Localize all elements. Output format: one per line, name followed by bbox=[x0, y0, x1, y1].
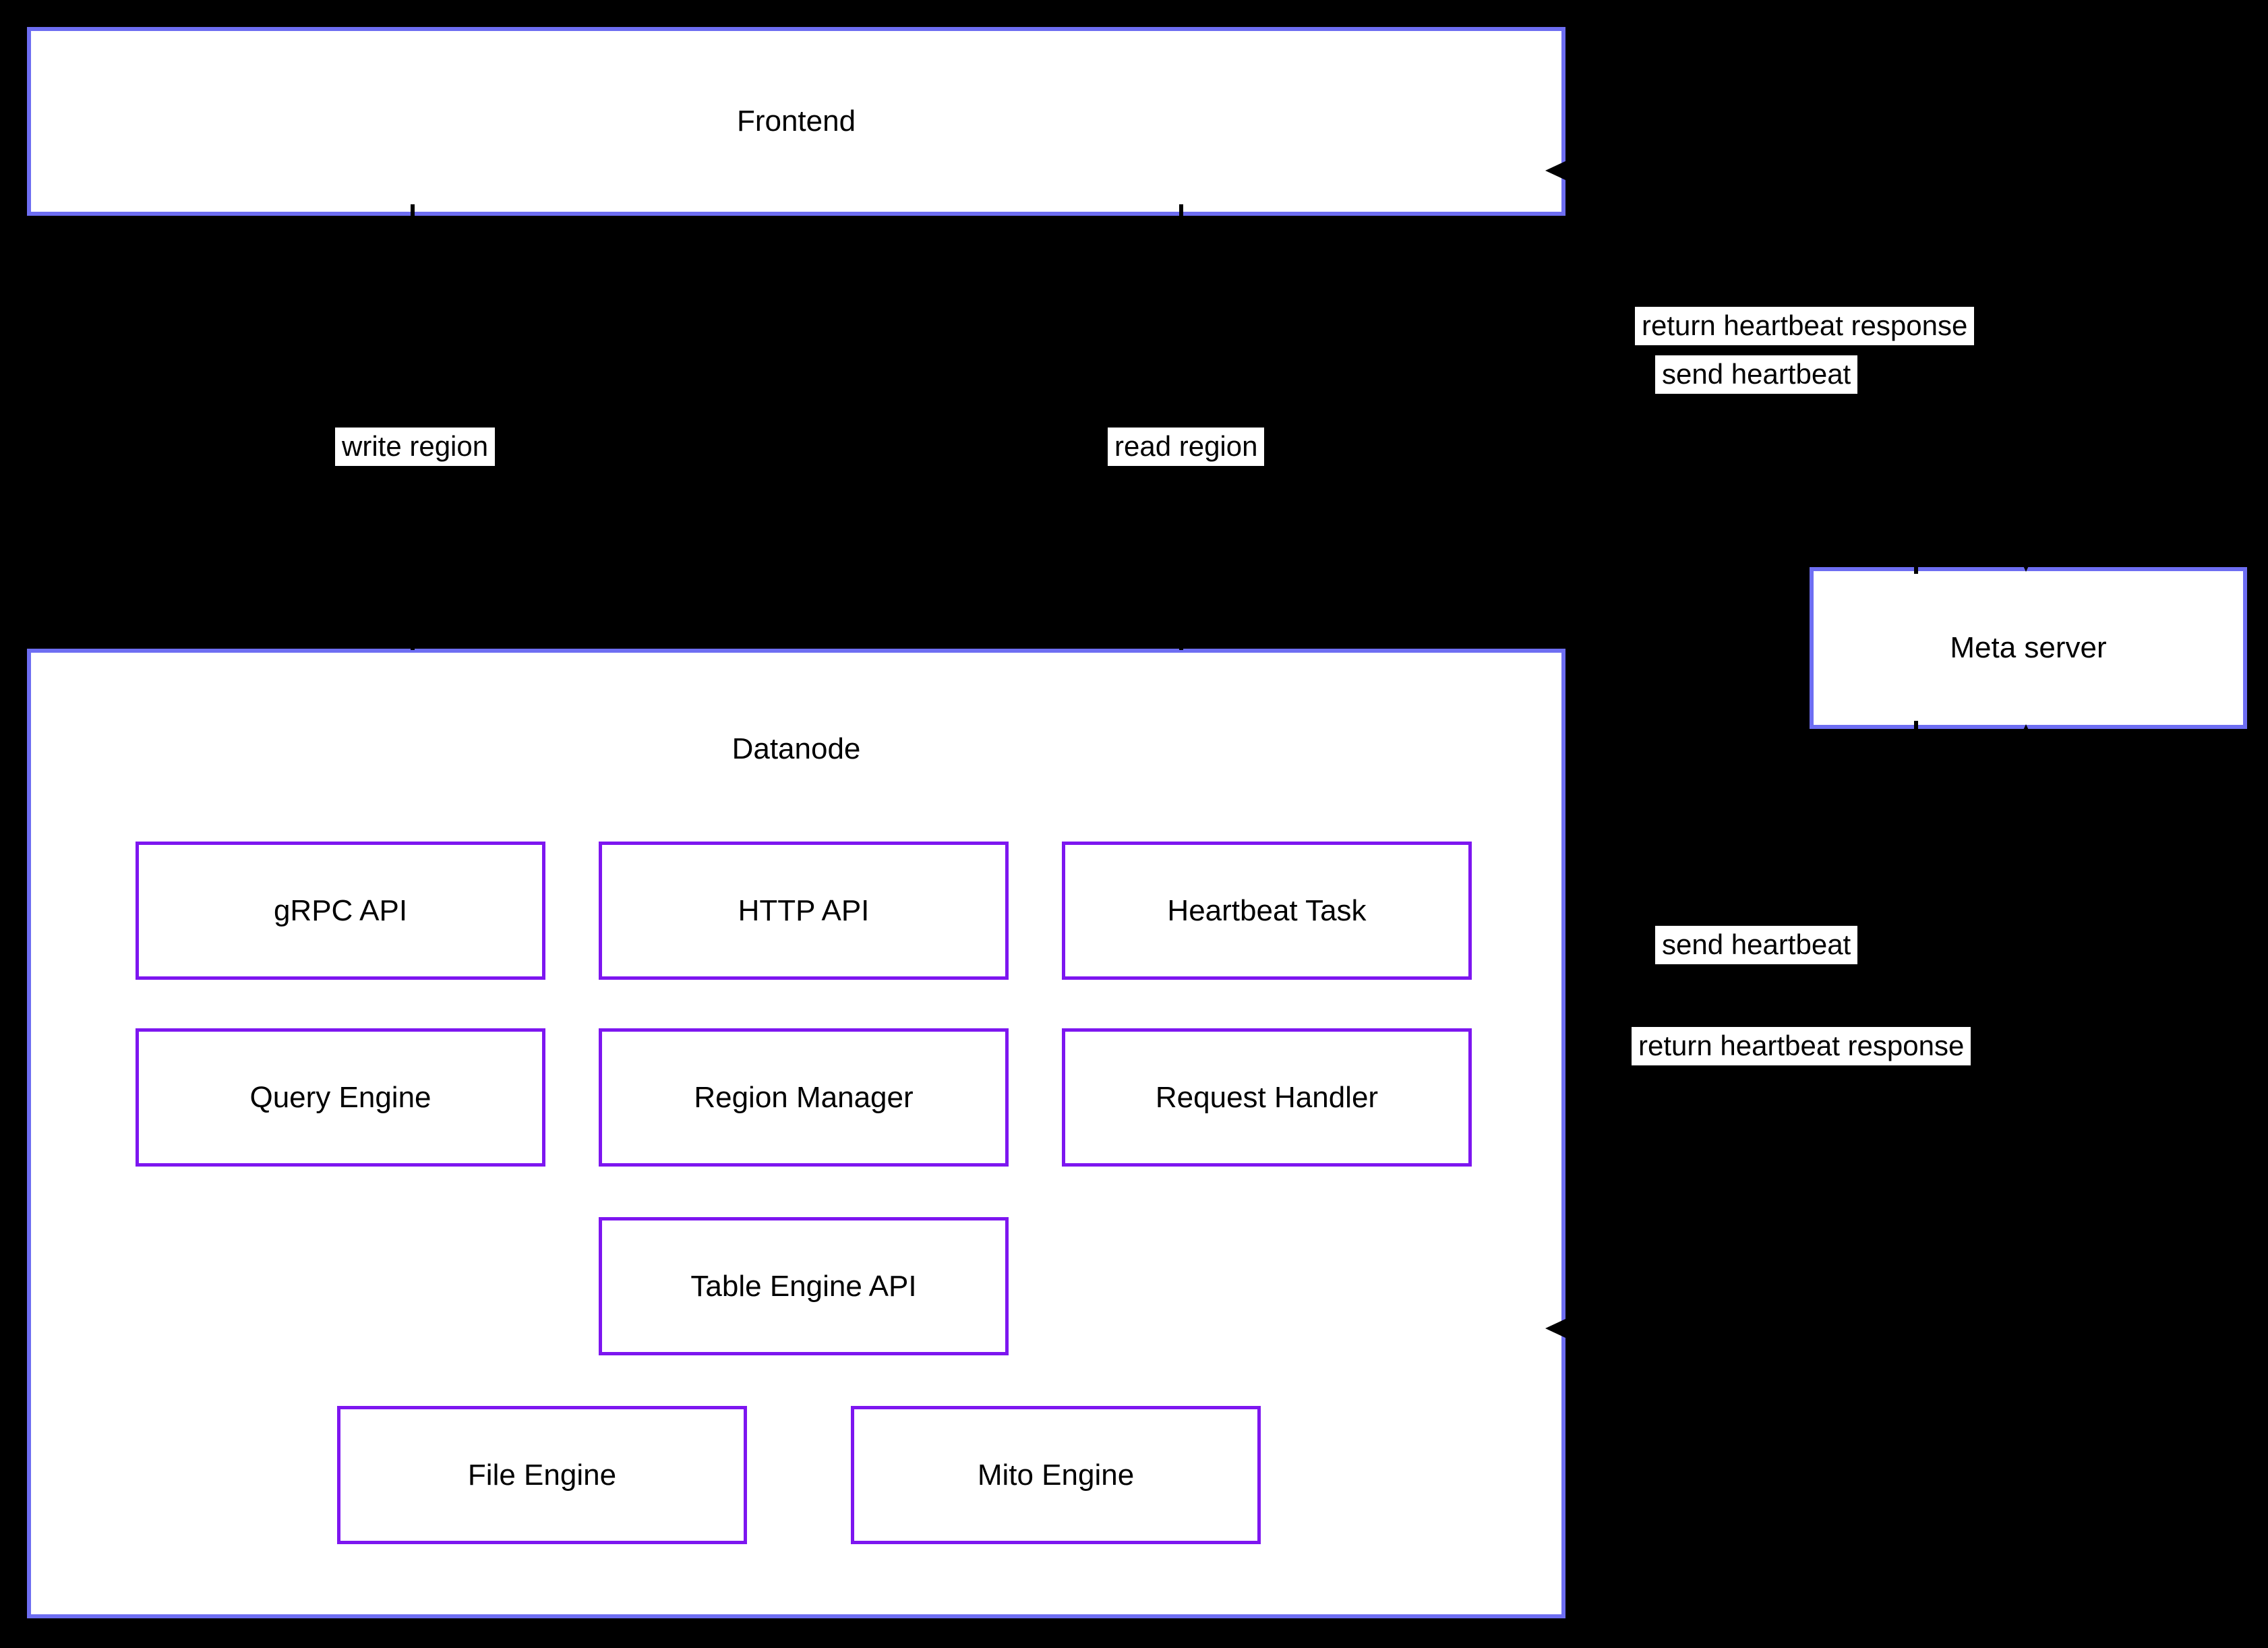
node-request-handler: Request Handler bbox=[1062, 1028, 1472, 1167]
meta-server-box: Meta server bbox=[1810, 567, 2247, 729]
edge-label-read-region: read region bbox=[1108, 428, 1265, 466]
arrowhead-icon bbox=[2017, 724, 2035, 744]
node-table-engine-api: Table Engine API bbox=[599, 1217, 1009, 1355]
node-http-api: HTTP API bbox=[599, 842, 1009, 980]
node-query-engine: Query Engine bbox=[136, 1028, 545, 1167]
arrowhead-icon bbox=[1545, 1319, 1565, 1338]
edge-tick bbox=[1179, 204, 1183, 218]
node-file-engine: File Engine bbox=[337, 1406, 747, 1544]
node-mito-engine: Mito Engine bbox=[851, 1406, 1261, 1544]
node-region-manager: Region Manager bbox=[599, 1028, 1009, 1167]
edge-label-return-heartbeat-frontend: return heartbeat response bbox=[1635, 307, 1975, 345]
edge-tick bbox=[1914, 560, 1918, 574]
arrowhead-icon bbox=[2017, 552, 2035, 572]
meta-server-label: Meta server bbox=[1950, 631, 2107, 664]
datanode-box: Datanode gRPC API HTTP API Heartbeat Tas… bbox=[27, 649, 1565, 1618]
datanode-label: Datanode bbox=[732, 732, 861, 765]
node-heartbeat-task: Heartbeat Task bbox=[1062, 842, 1472, 980]
arrowhead-icon bbox=[1545, 161, 1565, 180]
edge-label-send-heartbeat-frontend: send heartbeat bbox=[1655, 355, 1858, 394]
edge-label-write-region: write region bbox=[335, 428, 496, 466]
edge-tick bbox=[411, 204, 415, 218]
frontend-box: Frontend bbox=[27, 27, 1565, 216]
edge-label-return-heartbeat-datanode: return heartbeat response bbox=[1632, 1027, 1971, 1065]
edge-tick bbox=[411, 637, 415, 650]
edge-tick bbox=[1914, 721, 1918, 734]
edge-label-send-heartbeat-datanode: send heartbeat bbox=[1655, 926, 1858, 964]
frontend-label: Frontend bbox=[736, 105, 856, 138]
node-grpc-api: gRPC API bbox=[136, 842, 545, 980]
edge-tick bbox=[1179, 637, 1183, 650]
